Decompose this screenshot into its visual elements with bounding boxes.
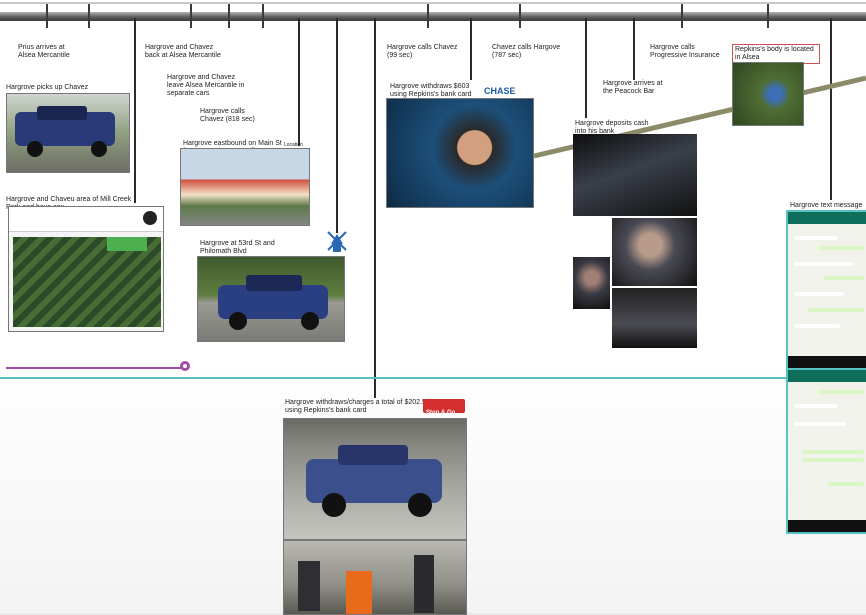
suv-illustration <box>218 275 328 330</box>
chat-bubble <box>794 292 844 296</box>
tick <box>519 4 521 28</box>
chat-header <box>788 212 866 224</box>
text-message-screenshot-1 <box>786 210 866 370</box>
suv-illustration <box>306 445 442 517</box>
event-label: Hargrove calls Progressive Insurance <box>650 44 720 59</box>
event-label: Hargrove withdraws/charges a total of $2… <box>285 399 430 414</box>
event-label: Hargrove calls Chavez (818 sec) <box>200 108 255 123</box>
bank-teller-photo <box>612 218 697 286</box>
map-satellite <box>13 237 161 327</box>
chat-bubble <box>794 422 846 426</box>
stem <box>470 18 472 80</box>
event-label: Hargrove withdraws $603 using Repkins's … <box>390 83 472 98</box>
stem <box>585 18 587 118</box>
tick <box>228 4 230 28</box>
stem <box>830 18 832 200</box>
store-logo-text: Stop & Go <box>426 410 456 416</box>
atm-camera-photo <box>386 98 534 208</box>
tick <box>427 4 429 28</box>
event-label: Hargrove at 53rd St and Philomath Blvd <box>200 240 275 255</box>
chat-bubble <box>794 404 838 408</box>
event-label-highlighted: Repkins's body is located in Alsea <box>732 44 820 64</box>
tick <box>46 4 48 28</box>
event-label: Prius arrives at Alsea Mercantile <box>18 44 70 59</box>
event-label: Hargrove text message <box>790 202 863 209</box>
event-label: Hargrove and Chavez back at Alsea Mercan… <box>145 44 221 59</box>
stem <box>134 18 136 203</box>
park-logo <box>143 211 157 225</box>
event-label: Hargrove and Chavez leave Alsea Mercanti… <box>167 74 245 97</box>
teal-connector <box>0 377 866 379</box>
purple-connector <box>6 367 184 369</box>
phone-nav-bar <box>788 356 866 368</box>
tick <box>88 4 90 28</box>
chase-logo: CHASE <box>484 86 516 96</box>
chat-bubble <box>828 482 864 486</box>
map-header <box>9 207 163 232</box>
windmill-icon <box>326 230 348 256</box>
chat-bubble <box>818 246 864 250</box>
text-message-screenshot-2 <box>786 368 866 534</box>
map-marker <box>107 237 147 251</box>
event-label: Chavez calls Hargove (787 sec) <box>492 44 561 59</box>
chat-bubble <box>808 308 864 312</box>
store-interior-photo <box>283 540 467 615</box>
tick <box>262 4 264 28</box>
event-label: Hargrove calls Chavez (99 sec) <box>387 44 458 59</box>
chat-bubble <box>794 236 838 240</box>
chat-bubble <box>802 450 864 454</box>
tick <box>767 4 769 28</box>
timeline-axis <box>0 12 866 21</box>
store-logo: Stop & Go <box>423 399 465 416</box>
bank-deposit-photo <box>573 134 697 216</box>
small-caption: Location <box>284 142 303 148</box>
stem <box>336 18 338 233</box>
stem <box>374 18 376 398</box>
suv-illustration <box>15 106 115 157</box>
chat-header <box>788 370 866 382</box>
tick <box>681 4 683 28</box>
human-bean-photo <box>180 148 310 226</box>
chat-bubble <box>824 276 864 280</box>
event-label: Hargrove deposits cash into his bank <box>575 120 649 135</box>
bank-still-photo <box>573 257 610 309</box>
tick <box>190 4 192 28</box>
person <box>414 555 434 613</box>
axis-top-edge <box>0 2 866 4</box>
suv-photo <box>6 93 130 173</box>
event-label: Hargrove arrives at the Peacock Bar <box>603 80 663 95</box>
chat-bubble <box>802 458 864 462</box>
chat-bubble <box>794 262 852 266</box>
bank-lobby-photo <box>612 288 697 348</box>
person <box>298 561 320 611</box>
stem <box>633 18 635 80</box>
philomath-photo <box>197 256 345 342</box>
phone-nav-bar <box>788 520 866 532</box>
park-map-card <box>8 206 164 332</box>
chat-bubble <box>794 324 840 328</box>
stem <box>298 18 300 146</box>
gas-station-photo <box>283 418 467 540</box>
connector-node <box>180 361 190 371</box>
person-vest <box>346 571 372 614</box>
event-label: Hargrove picks up Chavez <box>6 84 89 91</box>
body-location-photo <box>732 62 804 126</box>
chat-bubble <box>818 390 864 394</box>
